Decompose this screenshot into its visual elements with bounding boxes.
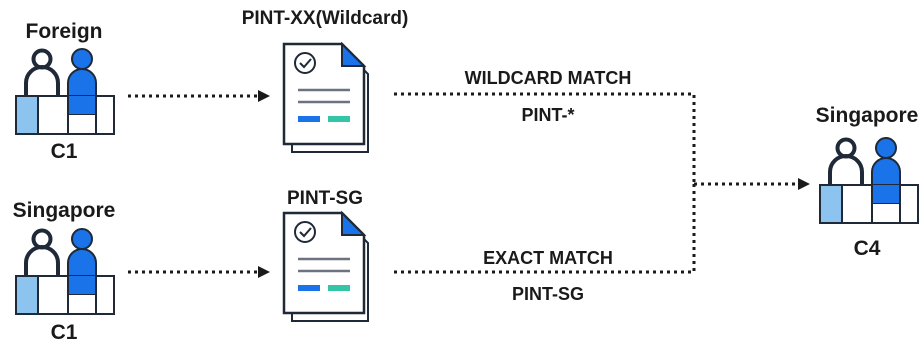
document-sg-icon: [282, 211, 370, 323]
sender-2-code: C1: [50, 321, 78, 344]
arrow-sender1-to-doc: [128, 90, 270, 102]
arrow-sender2-to-doc: [128, 266, 270, 278]
sender-foreign-icon: [14, 47, 116, 136]
sender-2-country: Singapore: [12, 199, 116, 222]
sender-1-code: C1: [50, 140, 78, 163]
connection-1-pattern: PINT-*: [521, 105, 575, 125]
receiver-code: C4: [853, 237, 881, 260]
document-2-title: PINT-SG: [286, 188, 364, 209]
connection-2-pattern: PINT-SG: [511, 284, 585, 304]
sender-1-country: Foreign: [25, 20, 103, 43]
sender-singapore-icon: [14, 227, 116, 316]
connector-exact: [394, 184, 696, 274]
receiver-singapore-icon: [818, 136, 920, 225]
connection-2-match: EXACT MATCH: [483, 248, 613, 268]
receiver-country: Singapore: [815, 104, 919, 127]
document-1-title: PINT-XX(Wildcard): [241, 8, 409, 29]
document-wildcard-icon: [282, 42, 370, 154]
connection-1-match: WILDCARD MATCH: [464, 68, 632, 88]
arrow-to-receiver: [694, 178, 810, 190]
connector-wildcard: [394, 92, 696, 184]
